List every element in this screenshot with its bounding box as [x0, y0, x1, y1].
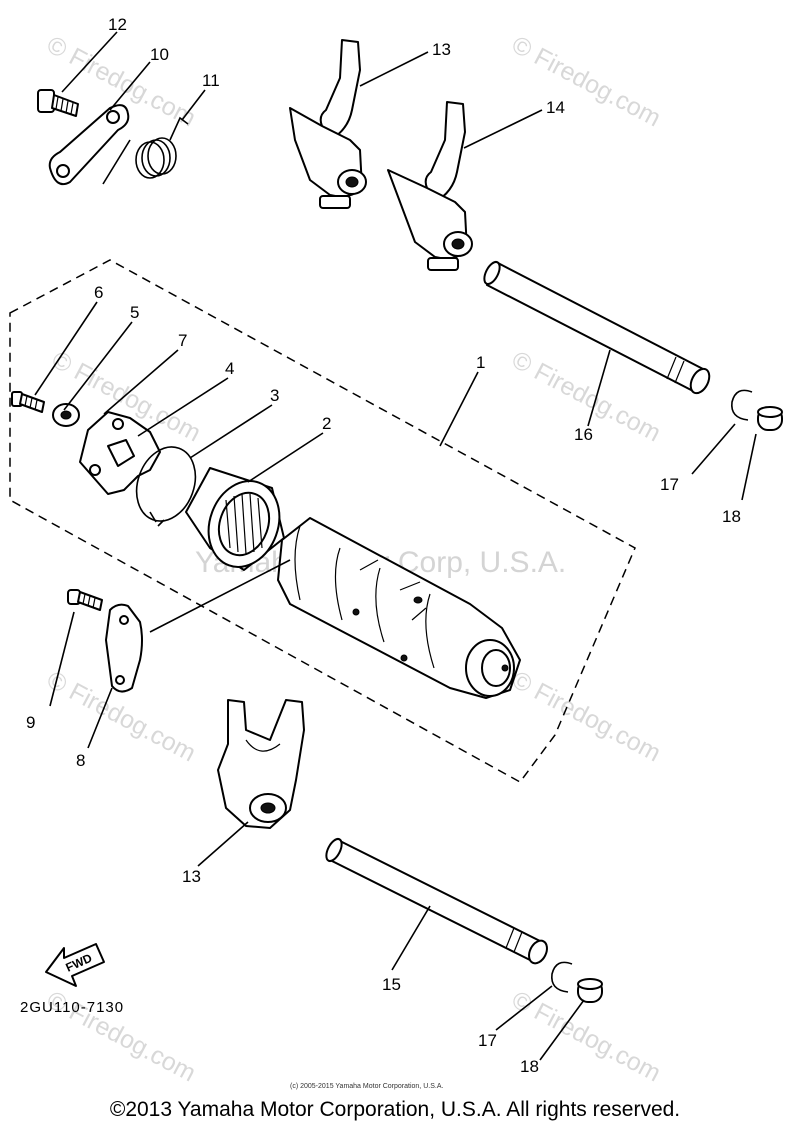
callout-9: 9: [26, 713, 35, 732]
callout-15: 15: [382, 975, 401, 994]
callout-13-bottom: 13: [182, 867, 201, 886]
callout-8: 8: [76, 751, 85, 770]
watermark: © Firedog.com: [507, 666, 665, 768]
bearing-2: [185, 467, 285, 571]
plate-10: [48, 104, 130, 186]
callout-6: 6: [94, 283, 103, 302]
clip-17-lower: [551, 961, 573, 993]
callout-13: 13: [432, 40, 451, 59]
callout-17: 17: [660, 475, 679, 494]
cap-18-upper: [757, 406, 783, 431]
assembly-boundary: [9, 259, 636, 783]
cap-18-lower: [577, 978, 603, 1003]
shift-shaft-16: [483, 260, 711, 395]
washer-5: [52, 403, 80, 427]
spring-11: [102, 116, 189, 185]
drawing-code: 2GU110-7130: [20, 999, 124, 1016]
leader-lines: [34, 31, 757, 1061]
circlip-3: [135, 446, 197, 527]
callout-labels: 12 10 11 13 14 6 5 7 4 3 2 1 16 17 18 9 …: [26, 15, 741, 1076]
callout-2: 2: [322, 414, 331, 433]
callout-1: 1: [476, 353, 485, 372]
clip-17-upper: [731, 389, 753, 421]
shift-fork-13-top: [289, 39, 367, 209]
callout-14: 14: [546, 98, 565, 117]
watermark: © Firedog.com: [507, 31, 665, 133]
screw-6: [11, 391, 45, 413]
segment-7: [79, 411, 161, 495]
callout-18-bottom: 18: [520, 1057, 539, 1076]
callout-3: 3: [270, 386, 279, 405]
callout-10: 10: [150, 45, 169, 64]
callout-4: 4: [225, 359, 234, 378]
plate-8: [105, 603, 143, 693]
shift-drum-1: [277, 517, 521, 699]
callout-17-bottom: 17: [478, 1031, 497, 1050]
callout-7: 7: [178, 331, 187, 350]
credit-small: (c) 2005-2015 Yamaha Motor Corporation, …: [290, 1083, 443, 1090]
screw-9: [67, 589, 103, 611]
callout-16: 16: [574, 425, 593, 444]
fwd-arrow-icon: FWD: [45, 943, 105, 987]
bolt-12: [37, 89, 79, 117]
callout-11: 11: [202, 71, 220, 90]
callout-18: 18: [722, 507, 741, 526]
shift-fork-13-bottom: [217, 699, 305, 829]
callout-12: 12: [108, 15, 127, 34]
callout-5: 5: [130, 303, 139, 322]
shift-shaft-15: [325, 837, 548, 965]
shift-fork-14: [387, 101, 473, 271]
copyright-notice: ©2013 Yamaha Motor Corporation, U.S.A. A…: [109, 1098, 681, 1121]
